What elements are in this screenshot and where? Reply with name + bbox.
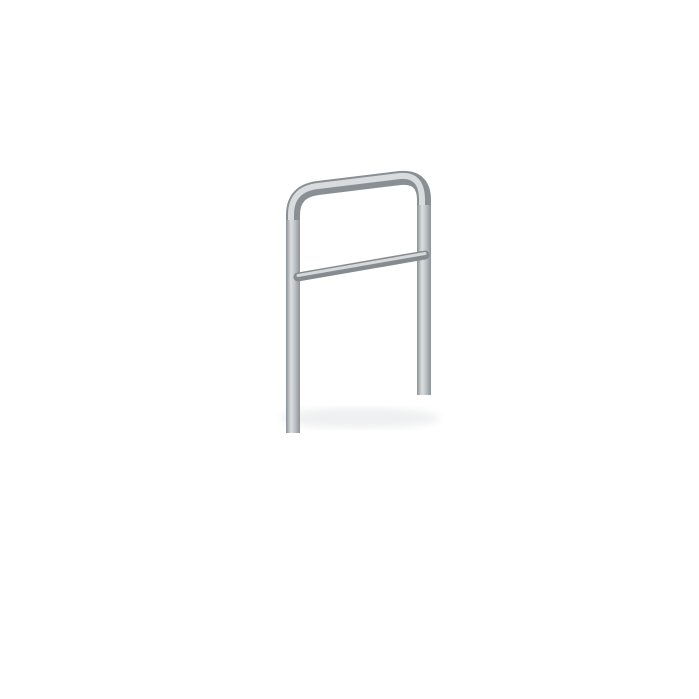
cross-bar-highlight <box>296 252 427 277</box>
hoop-frame <box>286 170 431 433</box>
right-post <box>417 205 431 395</box>
left-post <box>286 220 300 433</box>
hoop-frame-highlight <box>288 172 425 433</box>
ground-shadow <box>280 408 440 428</box>
